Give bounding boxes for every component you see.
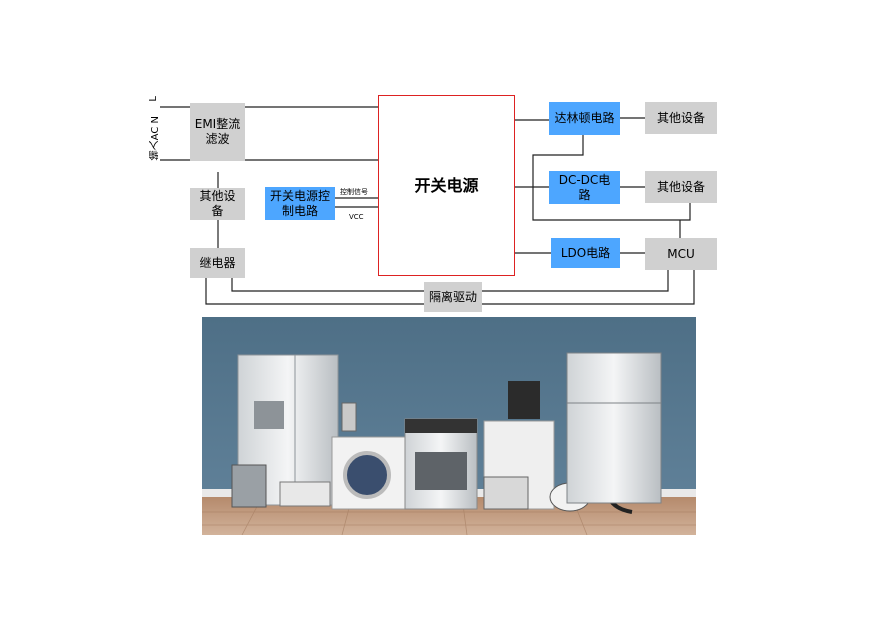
relay-label: 继电器 bbox=[199, 255, 236, 270]
ldo-label: LDO电路 bbox=[560, 245, 611, 260]
isolation-drive-box: 隔离驱动 bbox=[424, 282, 482, 312]
darlington-box: 达林顿电路 bbox=[549, 102, 620, 135]
emi-filter-box: EMI整流滤波 bbox=[190, 103, 245, 161]
other-device-left-label: 其他设备 bbox=[199, 189, 236, 218]
mcu-label: MCU bbox=[667, 246, 695, 261]
relay-box: 继电器 bbox=[190, 248, 245, 278]
smps-box: 开关电源 bbox=[378, 95, 515, 276]
other-device-left-box: 其他设备 bbox=[190, 188, 245, 220]
dcdc-box: DC-DC电路 bbox=[549, 171, 620, 204]
emi-filter-label: EMI整流滤波 bbox=[194, 117, 241, 146]
smps-label: 开关电源 bbox=[414, 175, 479, 195]
ldo-box: LDO电路 bbox=[551, 238, 620, 268]
switch-control-box: 开关电源控制电路 bbox=[265, 187, 335, 220]
ac-input-label: 输入AC N bbox=[150, 116, 161, 161]
mcu-box: MCU bbox=[645, 238, 717, 270]
other-device-top-right-label: 其他设备 bbox=[656, 110, 705, 125]
switch-control-label: 开关电源控制电路 bbox=[269, 188, 330, 218]
isolation-drive-label: 隔离驱动 bbox=[428, 289, 477, 304]
appliances-photo bbox=[202, 317, 696, 535]
other-device-mid-right-box: 其他设备 bbox=[645, 171, 717, 203]
other-device-top-right-box: 其他设备 bbox=[645, 102, 717, 134]
other-device-mid-right-label: 其他设备 bbox=[656, 179, 705, 194]
control-signal-label: 控制信号 bbox=[340, 188, 368, 196]
darlington-label: 达林顿电路 bbox=[554, 111, 615, 125]
dcdc-label: DC-DC电路 bbox=[558, 172, 611, 202]
vcc-label: VCC bbox=[349, 213, 364, 221]
ac-top-mark: L bbox=[148, 96, 159, 102]
